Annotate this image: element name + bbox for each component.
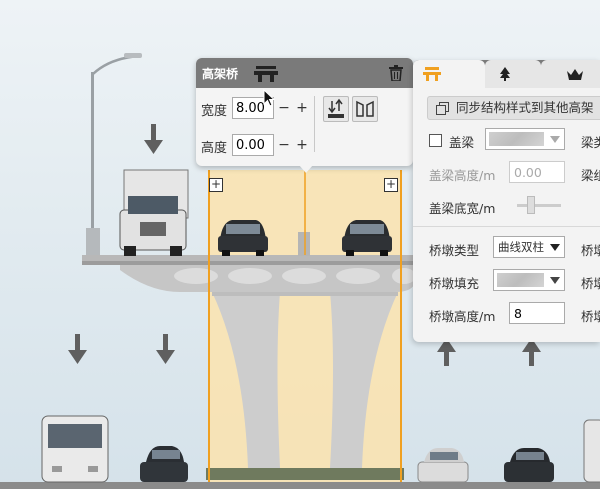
align-bottom-button[interactable] [323, 96, 349, 122]
down-arrow-icon [144, 124, 163, 154]
width-label: 宽度 [201, 104, 228, 119]
truck [119, 169, 189, 256]
width-plus-button[interactable]: + [296, 100, 308, 116]
up-arrow-icon [437, 338, 456, 366]
bridge-popup: 高架桥 宽度 − + 高度 − + [196, 58, 413, 166]
cap-beam-height-label: 盖梁高度/m [429, 168, 496, 183]
bridge-deck [82, 255, 416, 292]
height-label: 高度 [201, 141, 228, 156]
pier-right3-label: 桥墩 [581, 309, 600, 324]
chevron-down-icon [550, 244, 560, 251]
cap-beam-label: 盖梁 [449, 135, 475, 150]
pier-fill-swatch [497, 273, 544, 287]
car-ground-3 [504, 448, 554, 482]
pier-right2-label: 桥墩 [581, 276, 600, 291]
width-minus-button[interactable]: − [278, 100, 290, 116]
van-edge [583, 419, 600, 483]
car-ground-1 [140, 446, 188, 482]
pier-type-value: 曲线双柱 [498, 240, 544, 254]
trash-icon[interactable] [389, 65, 403, 81]
pier-right-label: 桥墩 [581, 243, 600, 258]
add-icon[interactable]: + [384, 177, 398, 192]
pier-fill-label: 桥墩填充 [429, 276, 480, 291]
street-lamp [86, 53, 142, 262]
bus [41, 415, 109, 483]
pier-height-label: 桥墩高度/m [429, 309, 496, 324]
bridge-icon [423, 67, 441, 81]
up-arrow-icon [522, 338, 541, 366]
mirror-icon [356, 100, 374, 117]
tree-icon [500, 67, 510, 81]
panel-tabs [413, 60, 600, 88]
car-ground-2 [417, 448, 469, 483]
height-minus-button[interactable]: − [278, 137, 290, 153]
height-plus-button[interactable]: + [296, 137, 308, 153]
car-bridge-left [218, 220, 268, 256]
cap-beam-width-label: 盖梁底宽/m [429, 201, 496, 216]
beam-group-label: 梁组 [581, 168, 600, 183]
car-bridge-right [342, 220, 392, 256]
chevron-down-icon [550, 136, 560, 143]
panel-separator [413, 226, 600, 227]
tab-tree[interactable] [485, 60, 541, 88]
tab-crown[interactable] [541, 60, 600, 88]
cap-beam-style-select[interactable] [485, 128, 565, 150]
popup-divider [314, 96, 315, 152]
mirror-button[interactable] [352, 96, 378, 122]
cap-beam-width-slider[interactable] [517, 204, 561, 207]
pier-height-input[interactable] [509, 302, 565, 324]
bridge-pier [206, 292, 404, 480]
chevron-down-icon [550, 277, 560, 284]
bridge-icon[interactable] [254, 64, 278, 82]
popup-pointer [299, 165, 313, 173]
tab-bridge[interactable] [413, 60, 485, 88]
cap-beam-width-slider-handle[interactable] [527, 196, 535, 214]
copy-icon [436, 102, 449, 115]
beam-type-label: 梁类 [581, 135, 600, 150]
sync-style-button[interactable]: 同步结构样式到其他高架 [427, 96, 600, 120]
popup-title: 高架桥 [202, 67, 239, 81]
cap-beam-checkbox[interactable] [429, 134, 442, 147]
pier-fill-select[interactable] [493, 269, 565, 291]
height-input[interactable] [232, 134, 274, 156]
align-bottom-icon [328, 98, 344, 118]
down-arrow-icon [156, 334, 175, 364]
crown-icon [567, 69, 583, 80]
popup-header: 高架桥 [196, 58, 413, 88]
cap-beam-height-input[interactable] [509, 161, 565, 183]
pier-type-label: 桥墩类型 [429, 243, 480, 258]
down-arrow-icon [68, 334, 87, 364]
add-icon[interactable]: + [209, 177, 223, 192]
cap-beam-swatch [489, 132, 544, 146]
property-panel: 同步结构样式到其他高架 盖梁 梁类 盖梁高度/m 梁组 盖梁底宽/m 桥墩类型 … [413, 60, 600, 342]
sync-style-label: 同步结构样式到其他高架 [456, 100, 594, 115]
cursor-icon [263, 89, 275, 107]
pier-type-select[interactable]: 曲线双柱 [493, 236, 565, 258]
